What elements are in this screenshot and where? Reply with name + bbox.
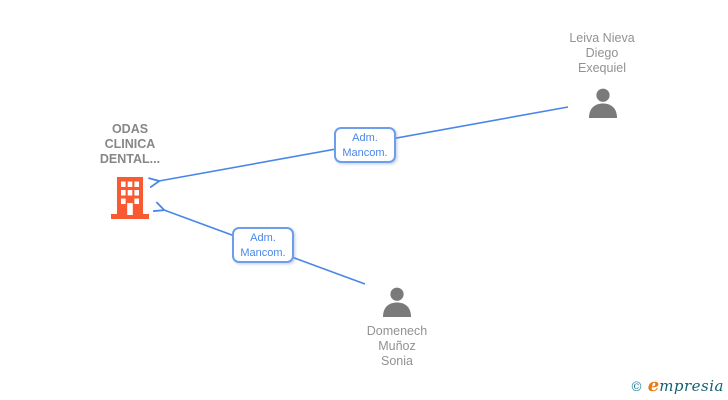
company-name-label[interactable]: ODAS CLINICA DENTAL...	[30, 122, 230, 167]
person-name-line: Leiva Nieva	[569, 31, 635, 45]
edge-label-adm-mancom-2[interactable]: Adm. Mancom.	[232, 227, 294, 263]
person-node-domenech[interactable]	[380, 287, 414, 322]
person-icon	[383, 287, 411, 317]
person-node-leiva[interactable]	[586, 88, 620, 123]
edge-label-adm-mancom-1[interactable]: Adm. Mancom.	[334, 127, 396, 163]
edge-label-line: Mancom.	[240, 247, 286, 259]
person-name-line: Exequiel	[578, 61, 626, 75]
edge-label-line: Adm.	[250, 232, 276, 244]
brand-name-rest: mpresia	[659, 377, 724, 395]
empresia-logo[interactable]: © empresia	[630, 375, 724, 396]
company-name-line: ODAS	[111, 122, 149, 136]
person-name-line: Diego	[585, 46, 619, 60]
edge-label-line: Adm.	[352, 132, 378, 144]
person-name-label-domenech[interactable]: Domenech Muñoz Sonia	[297, 324, 497, 369]
person-name-line: Muñoz	[378, 339, 416, 353]
building-icon	[111, 177, 149, 219]
person-name-label-leiva[interactable]: Leiva Nieva Diego Exequiel	[502, 31, 702, 76]
company-node[interactable]	[110, 176, 150, 225]
company-name-line: DENTAL...	[99, 152, 161, 166]
person-icon	[589, 88, 617, 118]
person-name-line: Sonia	[381, 354, 413, 368]
company-name-line: CLINICA	[104, 137, 156, 151]
edge-label-line: Mancom.	[342, 147, 388, 159]
person-name-line: Domenech	[366, 324, 428, 338]
brand-letter-e: e	[647, 375, 660, 396]
copyright-symbol: ©	[629, 380, 643, 395]
